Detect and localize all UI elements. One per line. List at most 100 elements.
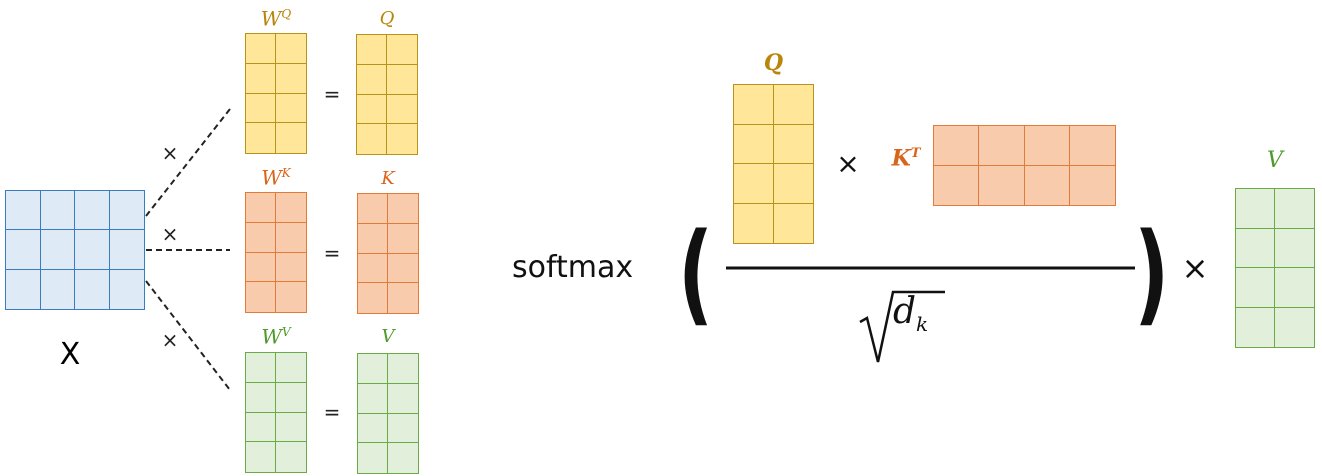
matrix-cell xyxy=(358,383,388,414)
matrix-cell xyxy=(1024,126,1070,166)
matrix-cell xyxy=(276,253,306,283)
matrix-cell xyxy=(388,254,418,284)
matrix-cell xyxy=(734,203,774,243)
matrix-cell xyxy=(1236,228,1275,268)
matrix-cell xyxy=(75,230,110,270)
matrix-cell xyxy=(979,165,1025,205)
formula-multiply-sign: × xyxy=(836,147,860,180)
matrix-cell xyxy=(388,354,418,384)
matrix-wv xyxy=(245,352,307,473)
matrix-cell xyxy=(75,191,110,231)
multiply-sign-k: × xyxy=(161,222,179,246)
matrix-cell xyxy=(387,35,417,65)
matrix-cell xyxy=(276,94,306,124)
equals-sign-k: = xyxy=(323,241,341,265)
matrix-cell xyxy=(1070,166,1115,206)
matrix-cell xyxy=(110,270,145,309)
matrix-cell xyxy=(387,65,417,95)
matrix-cell xyxy=(388,224,418,254)
matrix-cell xyxy=(1236,189,1275,229)
matrix-cell xyxy=(388,414,418,444)
matrix-cell xyxy=(109,230,144,270)
matrix-cell xyxy=(357,124,387,154)
matrix-cell xyxy=(276,282,306,312)
equals-sign-q: = xyxy=(323,82,341,106)
multiply-sign-v: × xyxy=(161,328,179,352)
matrix-cell xyxy=(773,164,813,204)
matrix-cell xyxy=(109,191,144,231)
multiply-sign-q: × xyxy=(161,141,179,165)
matrix-cell xyxy=(1236,307,1275,347)
matrix-cell xyxy=(357,94,387,125)
matrix-cell xyxy=(40,191,75,231)
input-label-x: X xyxy=(59,337,81,372)
matrix-cell xyxy=(276,383,306,413)
matrix-cell xyxy=(1275,308,1314,348)
matrix-cell xyxy=(388,194,418,224)
matrix-cell xyxy=(246,353,276,383)
matrix-x xyxy=(5,190,145,310)
matrix-wk xyxy=(245,192,307,313)
matrix-cell xyxy=(773,125,813,164)
matrix-cell xyxy=(934,165,980,205)
matrix-cell xyxy=(246,193,276,223)
matrix-cell xyxy=(246,412,276,443)
matrix-cell xyxy=(387,95,417,125)
matrix-cell xyxy=(246,252,276,283)
softmax-label: softmax xyxy=(512,250,634,285)
matrix-cell xyxy=(979,126,1025,166)
matrix-cell xyxy=(75,269,110,309)
matrix-cell xyxy=(1275,268,1314,308)
matrix-cell xyxy=(6,230,41,270)
matrix-cell xyxy=(734,85,774,125)
matrix-cell xyxy=(358,223,388,254)
matrix-cell xyxy=(1275,229,1314,268)
matrix-cell xyxy=(357,35,387,65)
matrix-cell xyxy=(246,442,276,472)
denominator-dk: dk xyxy=(893,291,929,337)
matrix-cell xyxy=(276,123,306,153)
matrix-cell xyxy=(246,93,276,124)
matrix-k xyxy=(357,193,419,314)
matrix-cell xyxy=(6,269,41,309)
matrix-cell xyxy=(276,193,306,223)
connector-v xyxy=(145,280,231,391)
label-q: Q xyxy=(379,8,395,29)
matrix-cell xyxy=(773,85,813,125)
matrix-cell xyxy=(41,269,75,309)
matrix-cell xyxy=(276,34,306,64)
matrix-q xyxy=(356,34,418,155)
matrix-cell xyxy=(246,382,276,413)
sqrt-sign xyxy=(859,290,945,363)
matrix-cell xyxy=(1236,268,1275,308)
formula-label-q: Q xyxy=(763,50,784,76)
matrix-cell xyxy=(774,204,814,244)
matrix-cell xyxy=(388,283,418,313)
label-wq: WQ xyxy=(260,6,292,31)
matrix-wq xyxy=(245,33,307,154)
matrix-cell xyxy=(276,442,306,472)
matrix-cell xyxy=(1275,189,1314,229)
matrix-cell xyxy=(388,384,418,414)
equals-sign-v: = xyxy=(323,400,341,424)
connector-q xyxy=(145,108,231,217)
matrix-cell xyxy=(276,223,306,253)
matrix-cell xyxy=(246,34,276,64)
label-k: K xyxy=(381,168,395,189)
matrix-cell xyxy=(40,230,75,270)
formula-label-kt: KT xyxy=(891,145,921,172)
label-v: V xyxy=(381,326,395,347)
outer-multiply-sign: × xyxy=(1181,249,1209,287)
matrix-cell xyxy=(358,413,388,444)
label-wv: WV xyxy=(261,324,291,349)
matrix-cell xyxy=(246,222,276,253)
matrix-cell xyxy=(276,353,306,383)
open-paren: ( xyxy=(678,209,714,337)
formula-label-v: V xyxy=(1267,148,1283,173)
matrix-cell xyxy=(734,164,774,204)
formula-matrix-v xyxy=(1235,188,1315,348)
matrix-cell xyxy=(387,124,417,154)
matrix-cell xyxy=(276,413,306,443)
label-wk: WK xyxy=(261,165,291,190)
